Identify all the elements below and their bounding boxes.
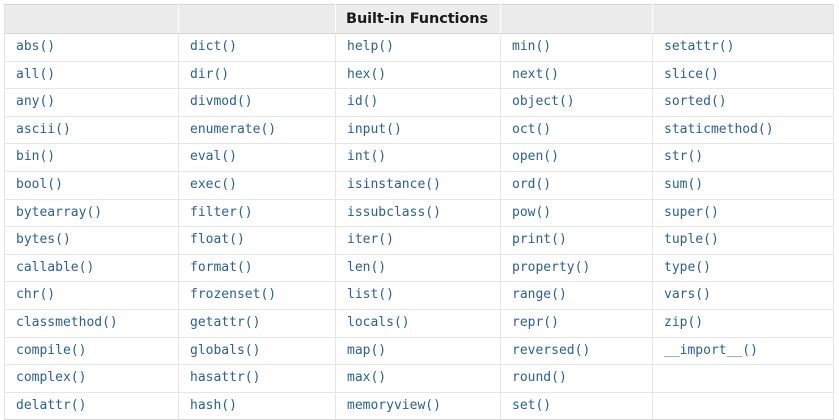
function-name-cell[interactable]: __import__() xyxy=(652,337,834,366)
function-name-cell[interactable]: slice() xyxy=(652,61,834,90)
function-name-cell[interactable]: callable() xyxy=(4,254,179,283)
table-row: callable()format()len()property()type() xyxy=(4,254,834,283)
table-row: bytes()float()iter()print()tuple() xyxy=(4,226,834,255)
function-name-cell[interactable]: divmod() xyxy=(178,88,336,117)
function-name-cell[interactable]: frozenset() xyxy=(178,281,336,310)
function-name-cell[interactable]: hasattr() xyxy=(178,364,336,393)
table-row: compile()globals()map()reversed()__impor… xyxy=(4,337,834,366)
function-name-cell[interactable]: min() xyxy=(500,33,653,62)
function-name-cell[interactable]: list() xyxy=(335,281,501,310)
function-name-cell[interactable]: setattr() xyxy=(652,33,834,62)
table-cell-empty xyxy=(652,364,834,393)
function-name-cell[interactable]: reversed() xyxy=(500,337,653,366)
function-name-cell[interactable]: chr() xyxy=(4,281,179,310)
table-row: classmethod()getattr()locals()repr()zip(… xyxy=(4,309,834,338)
function-name-cell[interactable]: set() xyxy=(500,392,653,420)
table-row: bin()eval()int()open()str() xyxy=(4,143,834,172)
function-name-cell[interactable]: max() xyxy=(335,364,501,393)
table-header: Built-in Functions xyxy=(4,4,834,34)
function-name-cell[interactable]: ord() xyxy=(500,171,653,200)
function-name-cell[interactable]: float() xyxy=(178,226,336,255)
function-name-cell[interactable]: id() xyxy=(335,88,501,117)
function-name-cell[interactable]: all() xyxy=(4,61,179,90)
function-name-cell[interactable]: any() xyxy=(4,88,179,117)
function-name-cell[interactable]: input() xyxy=(335,116,501,145)
builtin-functions-table: Built-in Functions abs()dict()help()min(… xyxy=(4,4,834,420)
function-name-cell[interactable]: next() xyxy=(500,61,653,90)
function-name-cell[interactable]: repr() xyxy=(500,309,653,338)
function-name-cell[interactable]: type() xyxy=(652,254,834,283)
function-name-cell[interactable]: bin() xyxy=(4,143,179,172)
function-name-cell[interactable]: pow() xyxy=(500,199,653,228)
function-name-cell[interactable]: len() xyxy=(335,254,501,283)
function-name-cell[interactable]: filter() xyxy=(178,199,336,228)
function-name-cell[interactable]: round() xyxy=(500,364,653,393)
function-name-cell[interactable]: super() xyxy=(652,199,834,228)
function-name-cell[interactable]: iter() xyxy=(335,226,501,255)
function-name-cell[interactable]: property() xyxy=(500,254,653,283)
header-cell-2 xyxy=(178,4,336,34)
function-name-cell[interactable]: compile() xyxy=(4,337,179,366)
function-name-cell[interactable]: locals() xyxy=(335,309,501,338)
function-name-cell[interactable]: map() xyxy=(335,337,501,366)
table-body: abs()dict()help()min()setattr()all()dir(… xyxy=(4,33,834,420)
table-row: ascii()enumerate()input()oct()staticmeth… xyxy=(4,116,834,145)
function-name-cell[interactable]: open() xyxy=(500,143,653,172)
function-name-cell[interactable]: memoryview() xyxy=(335,392,501,420)
function-name-cell[interactable]: sorted() xyxy=(652,88,834,117)
table-row: all()dir()hex()next()slice() xyxy=(4,61,834,90)
table-row: abs()dict()help()min()setattr() xyxy=(4,33,834,62)
header-cell-4 xyxy=(500,4,653,34)
function-name-cell[interactable]: sum() xyxy=(652,171,834,200)
function-name-cell[interactable]: isinstance() xyxy=(335,171,501,200)
header-cell-1 xyxy=(4,4,179,34)
function-name-cell[interactable]: issubclass() xyxy=(335,199,501,228)
function-name-cell[interactable]: oct() xyxy=(500,116,653,145)
function-name-cell[interactable]: abs() xyxy=(4,33,179,62)
function-name-cell[interactable]: zip() xyxy=(652,309,834,338)
function-name-cell[interactable]: tuple() xyxy=(652,226,834,255)
function-name-cell[interactable]: bytes() xyxy=(4,226,179,255)
function-name-cell[interactable]: object() xyxy=(500,88,653,117)
function-name-cell[interactable]: enumerate() xyxy=(178,116,336,145)
function-name-cell[interactable]: getattr() xyxy=(178,309,336,338)
function-name-cell[interactable]: int() xyxy=(335,143,501,172)
function-name-cell[interactable]: str() xyxy=(652,143,834,172)
function-name-cell[interactable]: dict() xyxy=(178,33,336,62)
table-row: bool()exec()isinstance()ord()sum() xyxy=(4,171,834,200)
function-name-cell[interactable]: bool() xyxy=(4,171,179,200)
table-title: Built-in Functions xyxy=(335,4,501,34)
function-name-cell[interactable]: dir() xyxy=(178,61,336,90)
header-cell-5 xyxy=(652,4,834,34)
table-row: chr()frozenset()list()range()vars() xyxy=(4,281,834,310)
table-row: bytearray()filter()issubclass()pow()supe… xyxy=(4,199,834,228)
function-name-cell[interactable]: delattr() xyxy=(4,392,179,420)
function-name-cell[interactable]: exec() xyxy=(178,171,336,200)
function-name-cell[interactable]: classmethod() xyxy=(4,309,179,338)
table-cell-empty xyxy=(652,392,834,420)
function-name-cell[interactable]: help() xyxy=(335,33,501,62)
function-name-cell[interactable]: hex() xyxy=(335,61,501,90)
function-name-cell[interactable]: staticmethod() xyxy=(652,116,834,145)
function-name-cell[interactable]: ascii() xyxy=(4,116,179,145)
function-name-cell[interactable]: print() xyxy=(500,226,653,255)
function-name-cell[interactable]: bytearray() xyxy=(4,199,179,228)
function-name-cell[interactable]: globals() xyxy=(178,337,336,366)
table-header-row: Built-in Functions xyxy=(4,4,834,34)
function-name-cell[interactable]: complex() xyxy=(4,364,179,393)
table-row: complex()hasattr()max()round() xyxy=(4,364,834,393)
function-name-cell[interactable]: hash() xyxy=(178,392,336,420)
table-row: any()divmod()id()object()sorted() xyxy=(4,88,834,117)
table-row: delattr()hash()memoryview()set() xyxy=(4,392,834,420)
function-name-cell[interactable]: eval() xyxy=(178,143,336,172)
function-name-cell[interactable]: format() xyxy=(178,254,336,283)
function-name-cell[interactable]: range() xyxy=(500,281,653,310)
function-name-cell[interactable]: vars() xyxy=(652,281,834,310)
